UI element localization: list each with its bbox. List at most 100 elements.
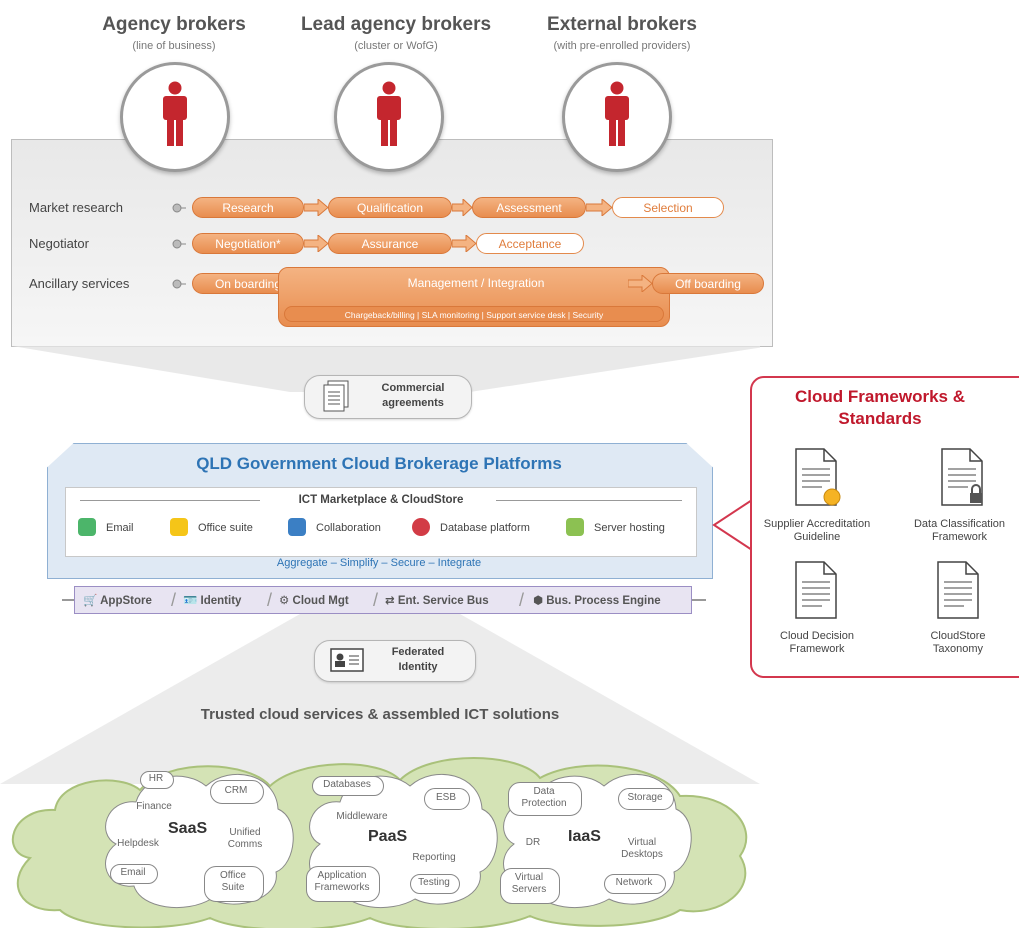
document-icon [795,448,841,506]
office-suite-icon [170,518,188,536]
step-assessment: Assessment [472,197,586,218]
broker-title-lead-agency: Lead agency brokers [300,14,492,35]
service-office-suite: Office suite [170,518,280,538]
frameworks-title: Cloud Frameworks & Standards [794,387,966,428]
paas-app-frameworks-bubble [306,866,380,902]
broker-title-agency: Agency brokers [102,14,246,35]
iaas-dr: DR [525,837,541,848]
doc-cloud-decision: Cloud Decision Framework [780,630,854,655]
step-off-boarding: Off boarding [652,273,764,294]
divider [80,500,260,501]
role-label-market-research: Market research [29,200,123,215]
service-office-suite-label: Office suite [198,522,253,534]
gears-icon: ⚙ [279,595,290,607]
iaas-network: Network [615,877,653,888]
iaas-virtual-servers: Virtual Servers [511,872,547,895]
iaas-virtual-desktops: Virtual Desktops [621,837,663,860]
arrow-icon [304,199,328,216]
service-server-hosting-label: Server hosting [594,522,665,534]
arrow-icon [628,275,652,292]
connector-icon [172,239,186,249]
doc-data-classification: Data Classification Framework [913,518,1006,543]
broker-subtitle-external: (with pre-enrolled providers) [553,40,691,52]
divider: / [267,590,273,610]
document-icon [937,561,979,619]
saas-crm-bubble [210,780,264,804]
iaas-network-bubble [604,874,666,894]
transfer-icon: ⇄ [385,595,395,607]
saas-office-suite: Office Suite [220,870,246,893]
id-card-icon: 🪪 [183,595,198,607]
server-hosting-icon [566,518,584,536]
iaas-data-protection: Data Protection [521,786,567,809]
broker-avatar-lead-agency [334,62,444,172]
funnel-shape [12,346,760,392]
bus-identity-label: Identity [200,595,242,607]
bus-cloud-mgt-label: Cloud Mgt [292,595,349,607]
paas-testing: Testing [418,877,450,888]
person-icon [163,81,187,146]
doc-cloudstore-taxonomy: CloudStore Taxonomy [930,630,986,655]
role-label-negotiator: Negotiator [29,236,89,251]
funnel-shape [0,614,760,784]
saas-title: SaaS [168,820,208,837]
locked-document-icon [941,448,983,506]
trusted-services-title: Trusted cloud services & assembled ICT s… [200,706,560,723]
step-on-boarding: On boarding [192,273,304,294]
step-management-integration: Management / Integration [407,276,545,290]
person-icon [605,81,629,146]
paas-reporting: Reporting [412,852,456,863]
saas-finance: Finance [136,801,172,812]
service-email: Email [78,518,158,538]
broker-subtitle-agency: (line of business) [132,40,216,52]
paas-testing-bubble [410,874,460,894]
broker-avatar-agency [120,62,230,172]
saas-helpdesk: Helpdesk [117,838,159,849]
frameworks-panel [750,376,1019,678]
paas-esb-bubble [424,788,470,810]
paas-databases: Databases [323,779,371,790]
service-database-platform: Database platform [412,518,552,538]
bus-appstore: 🛒 AppStore [83,593,152,607]
divider: / [373,590,379,610]
paas-esb: ESB [435,792,456,803]
role-label-ancillary: Ancillary services [29,276,130,291]
email-service-icon [78,518,96,536]
marketplace-title: ICT Marketplace & CloudStore [298,494,464,506]
step-acceptance: Acceptance [476,233,584,254]
collaboration-icon [288,518,306,536]
federated-identity-label: Federated Identity [391,646,445,673]
saas-hr: HR [148,773,164,784]
commercial-agreements-label: Commercial agreements [381,382,445,409]
database-icon [412,518,430,536]
service-bus-bar: 🛒 AppStore / 🪪 Identity / ⚙ Cloud Mgt / … [74,586,692,614]
divider [496,500,682,501]
paas-databases-bubble [312,776,384,796]
iaas-virtual-servers-bubble [500,868,560,904]
platform-title: QLD Government Cloud Brokerage Platforms [196,454,562,473]
bus-ent-service-bus-label: Ent. Service Bus [397,595,489,607]
paas-app-frameworks: Application Frameworks [314,870,370,893]
broker-avatar-external [562,62,672,172]
saas-unified-comms: Unified Comms [227,827,263,850]
broker-title-external: External brokers [547,14,697,35]
service-database-platform-label: Database platform [440,522,530,534]
id-card-icon [330,648,364,672]
broker-subtitle-lead-agency: (cluster or WofG) [354,40,438,52]
service-email-label: Email [106,522,134,534]
bus-ent-service-bus: ⇄ Ent. Service Bus [385,593,489,607]
saas-email: Email [120,867,146,878]
saas-email-bubble [110,864,158,884]
saas-crm: CRM [224,785,248,796]
platform-tagline: Aggregate – Simplify – Secure – Integrat… [276,557,482,569]
service-collaboration-label: Collaboration [316,522,381,534]
divider: / [519,590,525,610]
bus-process-engine: ⬢ Bus. Process Engine [533,593,661,607]
paas-title: PaaS [368,828,408,845]
step-qualification: Qualification [328,197,452,218]
bus-identity: 🪪 Identity [183,593,241,607]
doc-supplier-accreditation: Supplier Accreditation Guideline [763,518,871,543]
paas-middleware: Middleware [336,811,388,822]
marketplace-box: ICT Marketplace & CloudStore Email Offic… [65,487,697,557]
step-selection: Selection [612,197,724,218]
